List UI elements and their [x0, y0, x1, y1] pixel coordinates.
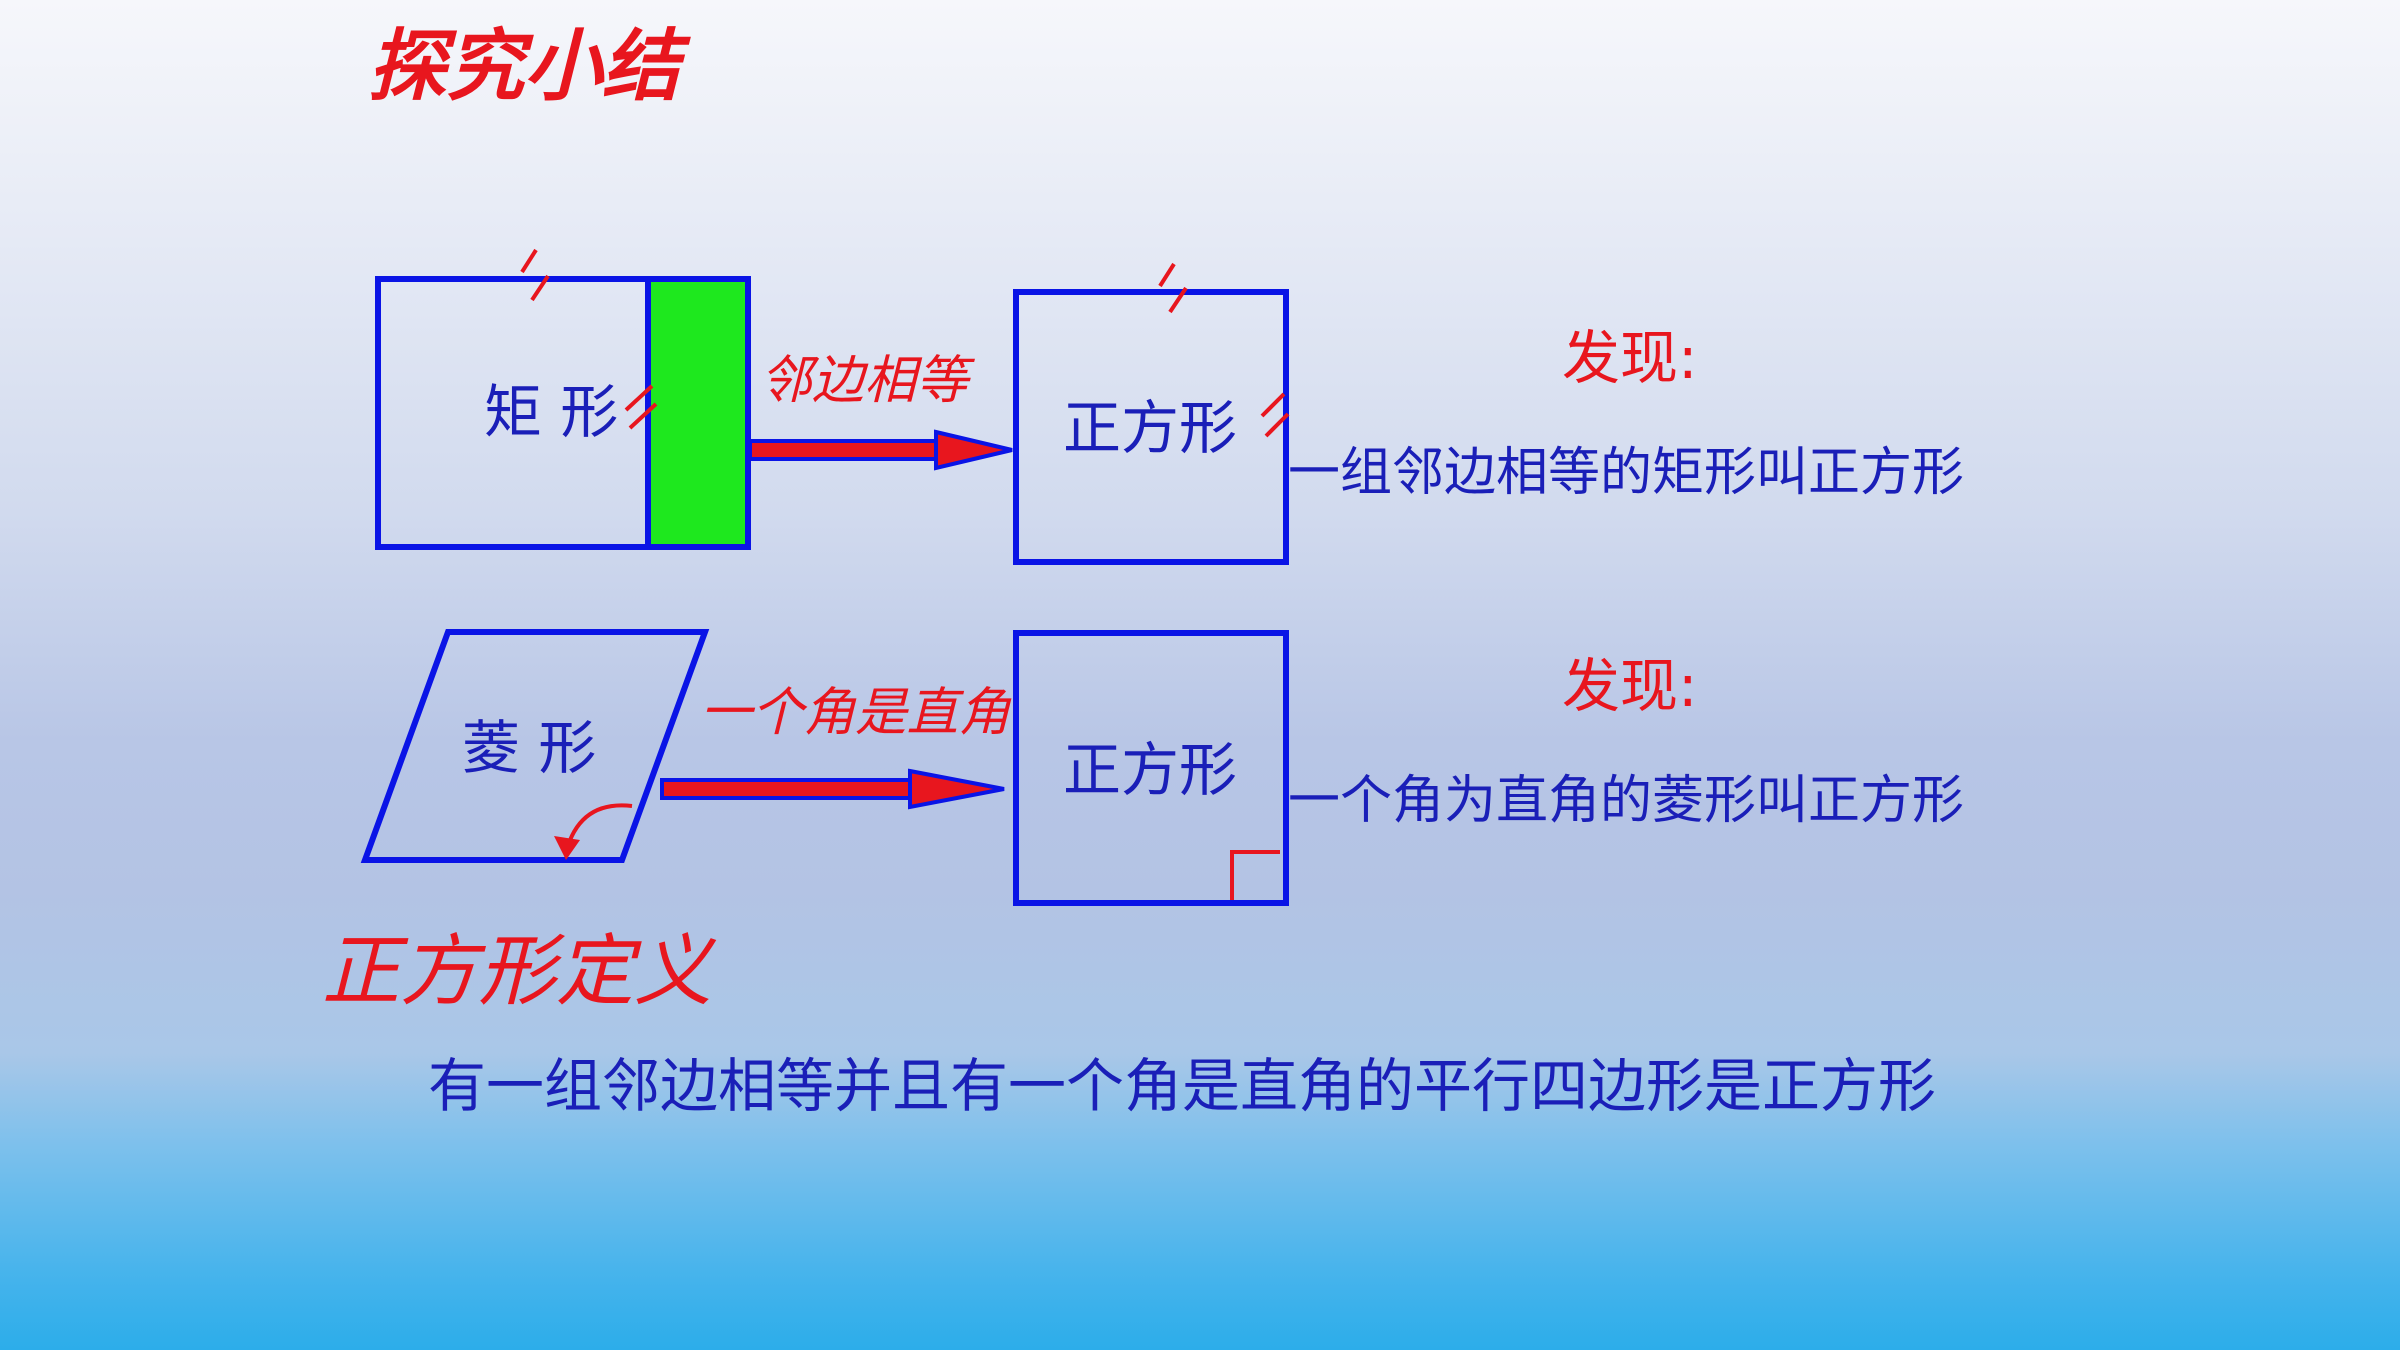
rectangle-green-strip	[645, 276, 751, 550]
arrow-2	[660, 768, 1005, 810]
statement-1: 一组邻边相等的矩形叫正方形	[1288, 443, 1964, 503]
square-1-shape	[1013, 289, 1289, 565]
arrow-2-shaft	[660, 778, 914, 800]
discover-label-2: 发现:	[1562, 652, 1698, 720]
equal-side-tick-side	[624, 384, 658, 430]
arrow-1-shaft	[748, 439, 940, 461]
equal-side-tick-top	[520, 248, 550, 302]
square-2-group: 正方形	[1013, 630, 1289, 906]
square-1-tick-top	[1158, 262, 1188, 314]
rhombus-angle-arrowhead	[554, 836, 580, 860]
square-2-shape	[1013, 630, 1289, 906]
discover-label-1: 发现:	[1562, 324, 1698, 392]
arrow-2-label: 一个角是直角	[700, 683, 1012, 743]
square-2-label: 正方形	[1063, 736, 1237, 804]
arrow-2-head	[908, 768, 1005, 810]
square-1-label: 正方形	[1063, 394, 1237, 462]
rectangle-label: 矩 形	[484, 378, 618, 446]
statement-2: 一个角为直角的菱形叫正方形	[1288, 771, 1964, 831]
rhombus-shape-group: 菱 形	[360, 629, 710, 863]
square-1-group: 正方形	[1013, 262, 1290, 565]
rectangle-shape-group: 矩 形	[375, 248, 751, 550]
definition-title: 正方形定义	[322, 927, 717, 1017]
arrow-1	[748, 429, 1013, 471]
arrow-1-label: 邻边相等	[760, 351, 975, 411]
definition-text: 有一组邻边相等并且有一个角是直角的平行四边形是正方形	[428, 1052, 1936, 1120]
arrow-1-head	[934, 429, 1013, 471]
slide-title: 探究小结	[368, 21, 691, 112]
rhombus-shape	[360, 629, 710, 863]
right-angle-marker	[1230, 850, 1280, 900]
rhombus-label: 菱 形	[462, 714, 596, 782]
square-1-tick-side	[1260, 392, 1290, 438]
